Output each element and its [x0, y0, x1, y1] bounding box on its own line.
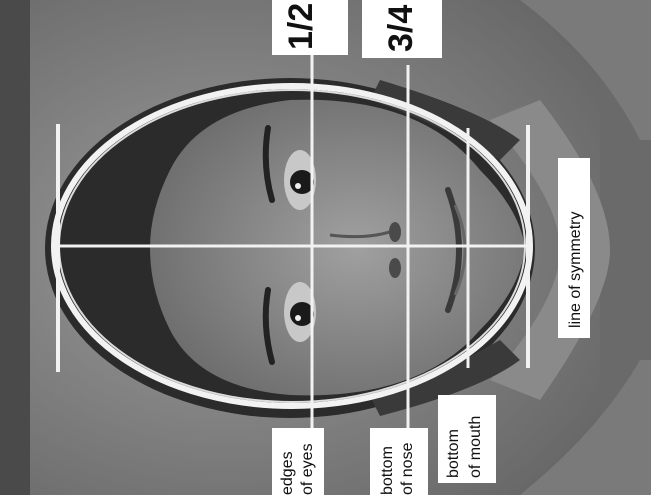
eyes-label-line1: edges [279, 451, 296, 495]
eyes-label-line2: of eyes [299, 443, 316, 495]
mouth-label: bottom of mouth [438, 395, 496, 483]
three-quarters-label-text: 3/4 [382, 5, 420, 52]
half-label: 1/2 [272, 0, 348, 55]
three-quarters-label: 3/4 [362, 0, 442, 58]
nose-label-line1: bottom [379, 446, 396, 495]
symmetry-label-text: line of symmetry [567, 212, 584, 328]
nose-label-line2: of nose [399, 442, 416, 495]
nose-label: bottom of nose [370, 428, 428, 495]
left-shadow [0, 0, 30, 495]
mouth-label-line1: bottom [445, 429, 462, 478]
eyes-label: edges of eyes [272, 428, 324, 495]
mouth-label-line2: of mouth [467, 416, 484, 478]
half-label-text: 1/2 [282, 3, 320, 50]
symmetry-label: line of symmetry [558, 158, 590, 338]
